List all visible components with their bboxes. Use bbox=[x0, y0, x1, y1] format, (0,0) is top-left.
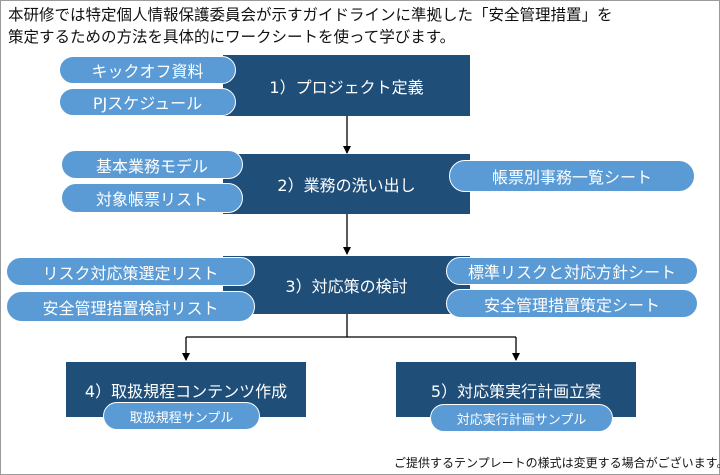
intro-line-2: 策定するための方法を具体的にワークシートを使って学びます。 bbox=[8, 28, 456, 46]
tag-pj-schedule: PJスケジュール bbox=[59, 88, 236, 116]
step-3-countermeasure-review: 3）対応策の検討 bbox=[223, 256, 470, 314]
tag-risk-countermeasure-list: リスク対応策選定リスト bbox=[6, 257, 255, 286]
step-2-business-inventory: 2）業務の洗い出し bbox=[223, 154, 470, 214]
tag-plan-sample: 対応実行計画サンプル bbox=[430, 404, 613, 432]
intro-line-1: 本研修では特定個人情報保護委員会が示すガイドラインに準拠した「安全管理措置」を bbox=[8, 6, 613, 24]
tag-forms-task-sheet: 帳票別事務一覧シート bbox=[449, 160, 695, 192]
intro-text: 本研修では特定個人情報保護委員会が示すガイドラインに準拠した「安全管理措置」を … bbox=[8, 4, 708, 48]
tag-measures-policy-sheet: 安全管理措置策定シート bbox=[446, 289, 698, 318]
tag-forms-list: 対象帳票リスト bbox=[61, 183, 243, 213]
tag-standard-risk-sheet: 標準リスクと対応方針シート bbox=[446, 257, 698, 285]
tag-kickoff-materials: キックオフ資料 bbox=[59, 56, 236, 84]
step-1-project-definition: 1）プロジェクト定義 bbox=[223, 55, 470, 116]
tag-measures-review-list: 安全管理措置検討リスト bbox=[6, 291, 255, 322]
tag-business-model: 基本業務モデル bbox=[61, 150, 243, 179]
tag-rules-sample: 取扱規程サンプル bbox=[103, 402, 260, 430]
template-disclaimer: ご提供するテンプレートの様式は変更する場合がございます。 bbox=[394, 456, 720, 470]
